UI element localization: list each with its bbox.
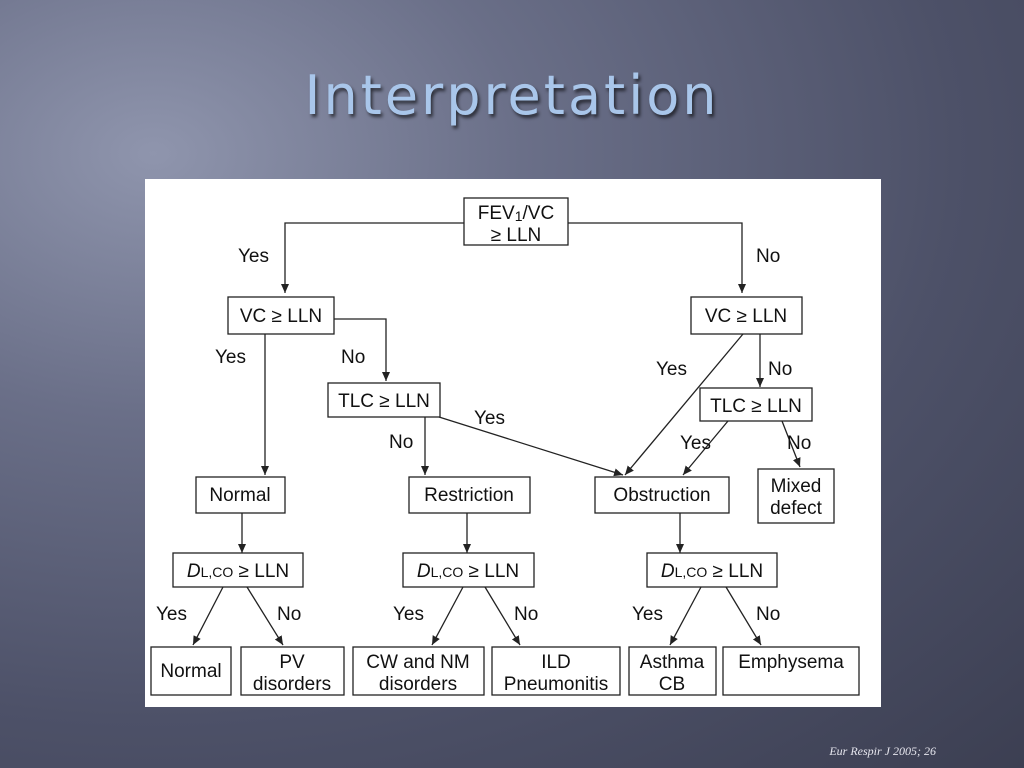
node-restriction-label: Restriction [424, 485, 514, 506]
node-root: FEV1/VC ≥ LLN [463, 197, 569, 246]
edge-label-vcl-no: No [341, 347, 365, 368]
edge-tlcr-no [781, 420, 801, 468]
node-out-asthma-line2: CB [659, 674, 685, 695]
node-out-pv: PV disorders [240, 646, 345, 696]
node-obstruction-label: Obstruction [613, 485, 710, 506]
node-normal-label: Normal [209, 485, 270, 506]
flowchart-svg: Yes No Yes No No Yes Yes No Yes No Yes N… [150, 197, 860, 696]
node-dlco-1-label: DL,CO ≥ LLN [187, 561, 289, 582]
node-restriction: Restriction [408, 476, 531, 514]
edge-d1-no [246, 586, 284, 646]
node-dlco-1: DL,CO ≥ LLN [172, 552, 304, 588]
edge-label-root-yes: Yes [238, 246, 269, 267]
edge-root-no [568, 222, 746, 293]
edge-d2-no [484, 586, 521, 646]
node-dlco-3-label: DL,CO ≥ LLN [661, 561, 763, 582]
node-out-asthma: Asthma CB [628, 646, 717, 696]
node-tlc-right: TLC ≥ LLN [699, 387, 813, 422]
edge-label-d3-no: No [756, 604, 780, 625]
edge-tlcl-yes [438, 416, 624, 477]
edge-vcr-yes [624, 333, 744, 476]
node-out-emphysema: Emphysema [722, 646, 860, 696]
node-mixed-line2: defect [770, 498, 822, 519]
node-normal: Normal [195, 476, 286, 514]
node-dlco-3: DL,CO ≥ LLN [646, 552, 778, 588]
edge-label-tlcr-yes: Yes [680, 433, 711, 454]
node-vc-left-label: VC ≥ LLN [240, 306, 322, 327]
edge-label-d1-no: No [277, 604, 301, 625]
edge-label-d2-yes: Yes [393, 604, 424, 625]
edge-label-d3-yes: Yes [632, 604, 663, 625]
edge-label-vcr-yes: Yes [656, 359, 687, 380]
edge-label-d1-yes: Yes [156, 604, 187, 625]
edge-label-tlcl-no: No [389, 432, 413, 453]
node-tlc-left-label: TLC ≥ LLN [338, 391, 430, 412]
slide-title: Interpretation [304, 64, 720, 127]
flowchart-panel: Yes No Yes No No Yes Yes No Yes No Yes N… [145, 179, 881, 707]
node-vc-right: VC ≥ LLN [690, 296, 803, 335]
node-out-cw-line2: disorders [379, 674, 457, 695]
node-dlco-2-label: DL,CO ≥ LLN [417, 561, 519, 582]
node-vc-right-label: VC ≥ LLN [705, 306, 787, 327]
edge-vcl-no [334, 318, 390, 381]
node-out-emphysema-label: Emphysema [738, 652, 844, 673]
node-root-line2: ≥ LLN [491, 225, 542, 246]
node-out-ild: ILD Pneumonitis [491, 646, 621, 696]
edge-labels: Yes No Yes No No Yes Yes No Yes No Yes N… [156, 246, 811, 625]
node-out-asthma-line1: Asthma [640, 652, 705, 673]
node-out-pv-line2: disorders [253, 674, 331, 695]
node-out-normal: Normal [150, 646, 232, 696]
edge-label-vcr-no: No [768, 359, 792, 380]
node-dlco-2: DL,CO ≥ LLN [402, 552, 535, 588]
edge-label-vcl-yes: Yes [215, 347, 246, 368]
edge-label-tlcr-no: No [787, 433, 811, 454]
node-obstruction: Obstruction [594, 476, 730, 514]
edge-d2-yes [431, 586, 464, 646]
node-out-cw: CW and NM disorders [352, 646, 485, 696]
edge-label-tlcl-yes: Yes [474, 408, 505, 429]
edge-d3-yes [669, 586, 702, 646]
node-root-line1: FEV1/VC [478, 203, 554, 224]
node-mixed-line1: Mixed [771, 476, 822, 497]
edge-tlcr-yes [682, 420, 729, 476]
citation: Eur Respir J 2005; 26 [829, 744, 936, 758]
node-mixed-defect: Mixed defect [757, 468, 835, 524]
node-tlc-right-label: TLC ≥ LLN [710, 396, 802, 417]
node-out-cw-line1: CW and NM [366, 652, 469, 673]
edges [192, 222, 801, 646]
edge-d3-no [725, 586, 762, 646]
edge-d1-yes [192, 586, 224, 646]
edge-label-root-no: No [756, 246, 780, 267]
node-out-ild-line1: ILD [541, 652, 571, 673]
node-vc-left: VC ≥ LLN [227, 296, 335, 335]
edge-root-yes [281, 222, 464, 293]
node-out-ild-line2: Pneumonitis [504, 674, 609, 695]
node-out-normal-label: Normal [160, 661, 221, 682]
edge-label-d2-no: No [514, 604, 538, 625]
node-tlc-left: TLC ≥ LLN [327, 382, 441, 418]
node-out-pv-line1: PV [279, 652, 305, 673]
